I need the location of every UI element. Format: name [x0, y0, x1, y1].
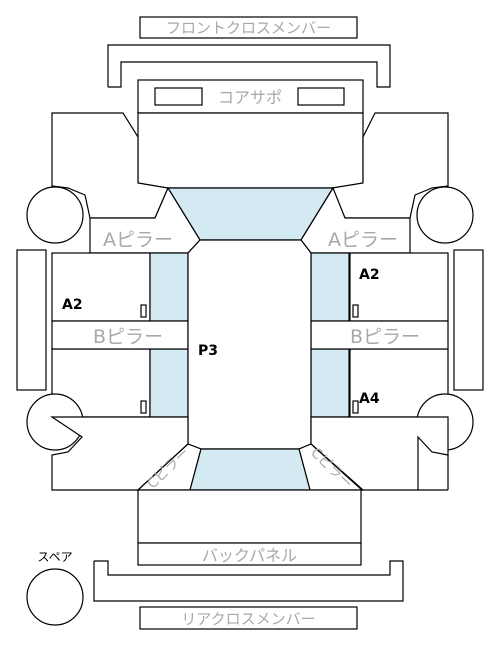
back-panel-label: バックパネル [202, 546, 297, 565]
b-pillar-right-label: Bピラー [350, 326, 420, 348]
right-rear-door-handle [352, 400, 359, 414]
spare-label: スペア [37, 550, 72, 564]
right-front-door-mark: A2 [359, 267, 380, 283]
rear-bumper-outline [93, 560, 404, 602]
a-pillar-left-label: Aピラー [103, 229, 173, 251]
core-support-label: コアサポ [218, 88, 282, 107]
left-rear-window-glass [149, 348, 189, 418]
right-mirror-outline [453, 249, 484, 391]
core-support-right-slot [297, 87, 345, 106]
right-front-wheel [416, 186, 474, 244]
rear-cross-member-label: リアクロスメンバー [181, 610, 315, 628]
left-rear-quarter-outline [50, 416, 189, 491]
left-front-door-mark: A2 [62, 297, 83, 313]
front-cross-member-label: フロントクロスメンバー [166, 19, 331, 37]
front-cross-member-box [139, 16, 358, 39]
rear-cross-member-box [139, 606, 358, 630]
b-pillar-left-label: Bピラー [93, 326, 163, 348]
a-pillar-right-label: Aピラー [328, 229, 398, 251]
front-bumper-outline [107, 44, 391, 88]
rear-window-glass [189, 448, 311, 491]
right-front-door-handle [352, 304, 359, 318]
left-front-window-glass [149, 252, 189, 322]
trunk-outline [137, 489, 362, 544]
core-support-left-slot [154, 87, 203, 106]
roof-mark: P3 [198, 343, 218, 359]
left-mirror-outline [16, 249, 47, 391]
left-rear-door-handle [140, 400, 147, 414]
back-panel-box [137, 542, 362, 566]
right-front-door-outline [349, 252, 449, 322]
b-pillar-left-bar [51, 320, 189, 350]
right-rear-window-glass [310, 348, 350, 418]
right-rear-door-mark: A4 [359, 391, 380, 407]
hood-outline [137, 112, 364, 189]
right-front-window-glass [310, 252, 350, 322]
spare-tire [26, 568, 84, 626]
left-front-wheel [26, 186, 84, 244]
left-front-door-handle [140, 304, 147, 318]
